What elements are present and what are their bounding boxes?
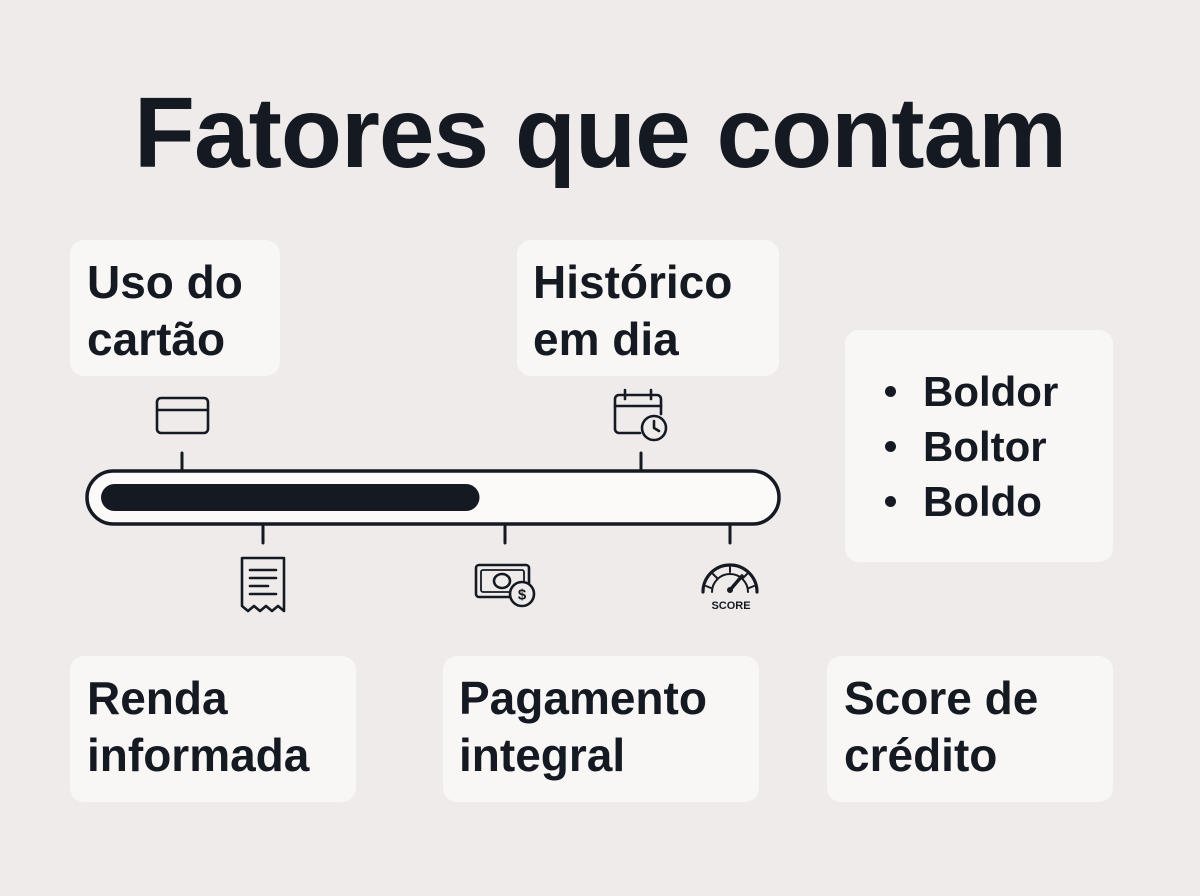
calendar-clock-icon xyxy=(613,388,668,442)
factor-label-uso-do-cartao: Uso do cartão xyxy=(87,256,243,365)
bullet-list-card: Boldor Boltor Boldo xyxy=(845,330,1113,562)
bullet-dot-icon xyxy=(885,386,896,397)
factor-label-renda-informada: Renda informada xyxy=(87,672,310,781)
bullet-item: Boldor xyxy=(885,364,1113,419)
factor-label-score-de-credito: Score de crédito xyxy=(844,672,1039,781)
bullet-item-label: Boltor xyxy=(923,423,1047,470)
factor-card-renda-informada: Renda informada xyxy=(70,656,356,802)
bullet-dot-icon xyxy=(885,441,896,452)
factor-card-pagamento-integral: Pagamento integral xyxy=(443,656,759,802)
bullet-item-label: Boldo xyxy=(923,478,1042,525)
bullet-list: Boldor Boltor Boldo xyxy=(885,364,1113,529)
bullet-item-label: Boldor xyxy=(923,368,1059,415)
factor-card-uso-do-cartao: Uso do cartão xyxy=(70,240,280,376)
tick-connectors xyxy=(180,451,732,545)
svg-text:$: $ xyxy=(518,587,527,604)
cash-payment-icon: $ xyxy=(474,563,536,608)
bullet-item: Boltor xyxy=(885,419,1113,474)
progress-fill xyxy=(101,484,480,511)
factor-label-historico-em-dia: Histórico em dia xyxy=(533,256,733,365)
score-gauge-icon xyxy=(701,563,759,594)
credit-card-icon xyxy=(155,396,210,435)
receipt-icon xyxy=(240,556,286,613)
score-gauge-label: SCORE xyxy=(711,600,750,612)
bullet-item: Boldo xyxy=(885,474,1113,529)
factor-card-historico-em-dia: Histórico em dia xyxy=(517,240,779,376)
factor-label-pagamento-integral: Pagamento integral xyxy=(459,672,707,781)
bullet-dot-icon xyxy=(885,496,896,507)
factor-card-score-de-credito: Score de crédito xyxy=(827,656,1113,802)
page-title: Fatores que contam xyxy=(133,77,1067,189)
